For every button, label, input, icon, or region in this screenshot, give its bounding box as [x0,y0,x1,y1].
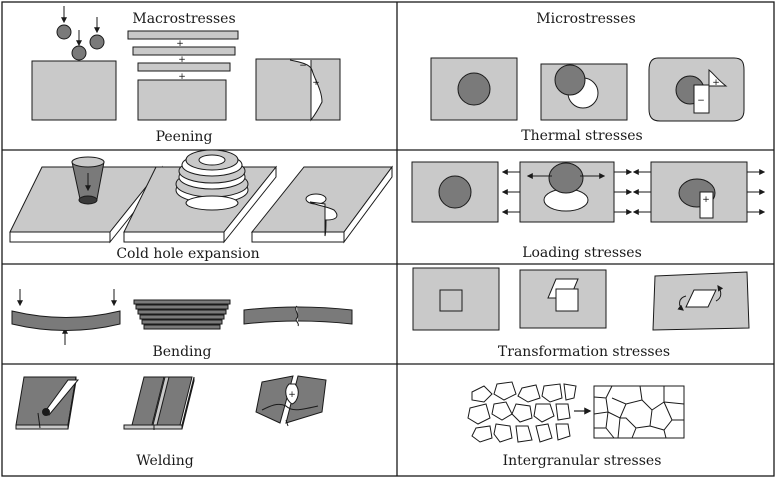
welding-label: Welding [136,453,193,469]
minus-sign: − [697,96,705,106]
peening-label: Peening [156,129,213,145]
stack-layer [133,299,231,305]
plus-sign: + [702,195,710,205]
loading-stresses-label: Loading stresses [522,245,642,261]
plus-sign: + [176,39,184,49]
plus-sign: + [288,390,296,400]
weld-plate [255,375,294,424]
hole [185,195,239,211]
plus-sign: + [178,72,186,82]
peening-illustration [31,6,341,122]
stress-profile-block [255,58,341,121]
plate-edge [343,165,393,244]
shot-ball [71,45,87,61]
slab-layer [127,30,239,40]
bending-label: Bending [152,344,211,360]
transformation-stresses-label: Transformation stresses [498,344,670,360]
hole [78,195,98,205]
macrostresses-heading: Macrostresses [132,11,235,27]
stack-layer [137,309,227,315]
sleeve-bore [198,154,226,166]
transformed-region [555,288,579,312]
shot-ball [56,24,72,40]
residual-stress-curve [261,403,319,411]
microstresses-heading: Microstresses [536,11,635,27]
weld-plate-side [123,424,183,430]
inclusion-particle [457,72,491,106]
inclusion-particle [548,162,584,194]
welding-illustration [15,375,327,430]
thermal-stresses-illustration [430,57,745,122]
transformation-stresses-illustration [412,267,750,331]
stack-layer [141,319,223,325]
plus-sign: + [712,78,720,88]
plate-side [251,231,345,243]
weld-seam [152,376,170,426]
weld-bulge [285,383,299,405]
bending-illustration [11,289,353,345]
peened-block [31,60,117,121]
loose-grains [467,381,577,443]
plate-side [123,231,225,243]
stack-layer [139,314,225,320]
weld-plate-side [15,424,69,430]
rotation-arrow [677,295,687,311]
slab-layer [137,79,227,121]
stress-profile-curve [289,59,323,122]
rotation-arrow [715,285,724,302]
grain-boundary-network [593,385,685,439]
slab-layer [137,62,231,72]
strain-box [693,84,710,114]
stack-layer [135,304,229,310]
residual-stress-curve [295,305,299,327]
minus-sign: − [299,61,307,71]
inclusion-particle [554,64,586,96]
strain-box [699,191,714,219]
transformed-region [439,289,463,312]
inclusion-particle [438,175,472,209]
stress-curve [708,68,728,87]
shot-ball [89,34,105,50]
plus-sign: + [178,55,186,65]
weld-plate-edge [181,376,195,430]
weld-torch-point [42,408,50,416]
loading-stresses-illustration [411,161,766,223]
stack-layer [143,324,221,330]
cold-hole-expansion-label: Cold hole expansion [116,246,259,262]
bent-beam [11,310,121,331]
thermal-stresses-label: Thermal stresses [521,128,643,144]
residual-stress-curve [309,201,338,237]
sheared-region [685,289,717,308]
plate-side [9,231,111,243]
intergranular-stresses-label: Intergranular stresses [503,453,662,469]
slab-layer [132,46,236,56]
mandrel-top [71,156,105,168]
cold-hole-expansion-illustration [9,149,393,244]
plate-edge [223,165,277,244]
plus-sign: + [312,78,320,88]
